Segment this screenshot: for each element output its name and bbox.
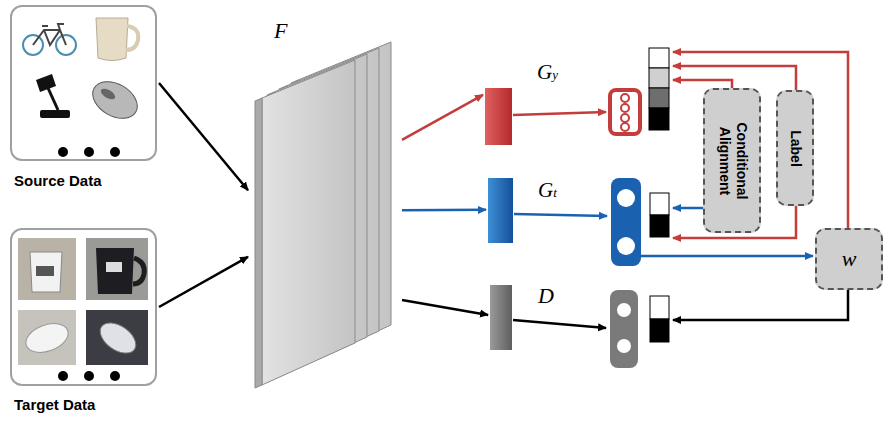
feature-extractor: F xyxy=(250,20,400,390)
data-panel: Target Data xyxy=(10,228,157,386)
node-label: D xyxy=(538,285,554,307)
mug-icon xyxy=(96,18,138,61)
node-label: Source Data xyxy=(14,172,102,189)
connector-arrow xyxy=(402,300,488,315)
output-layers xyxy=(610,48,669,368)
rotated-label: Label xyxy=(787,130,804,167)
connector-arrow xyxy=(402,209,486,212)
mouse-icon xyxy=(86,74,144,126)
bicycle-icon xyxy=(23,24,76,55)
loss-arrows xyxy=(513,52,848,328)
classifier-bar: Gt xyxy=(488,178,513,243)
weight-box: w xyxy=(815,228,883,290)
node-label: w xyxy=(842,248,857,270)
node-label: Target Data xyxy=(14,396,95,413)
loss-box: Conditional Alignment xyxy=(703,88,761,233)
feature-stack xyxy=(255,42,391,388)
node-label: F xyxy=(274,20,287,42)
rotated-label: Conditional Alignment xyxy=(715,122,749,199)
target-photos xyxy=(18,238,148,365)
loss-box: Label xyxy=(776,90,814,206)
lamp-icon xyxy=(36,74,70,118)
node-label: Gt xyxy=(538,180,557,201)
classifier-bar: Gy xyxy=(485,88,512,145)
connector-arrow xyxy=(159,83,248,190)
data-panel: Source Data xyxy=(10,5,157,161)
connector-arrow xyxy=(402,95,483,140)
node-label: Gy xyxy=(537,62,558,83)
connector-arrow xyxy=(159,257,248,307)
discriminator-bar: D xyxy=(490,285,512,350)
